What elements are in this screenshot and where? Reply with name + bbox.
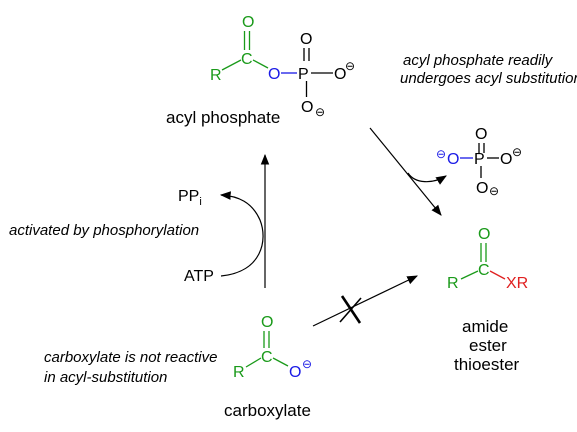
acyl-phosphate-note-line1: acyl phosphate readily (403, 52, 554, 69)
carboxylate-label: carboxylate (224, 401, 311, 420)
atp-to-ppi-arrow (219, 191, 264, 277)
acyl-phosphate-structure: O C R O P O O ⊖ O ⊖ (210, 14, 355, 119)
carboxylate-carbonyl-o: O (261, 314, 273, 331)
ppi-label: PPi (178, 188, 202, 208)
acyl-carbonyl-o: O (242, 14, 254, 31)
activated-note: activated by phosphorylation (9, 222, 199, 239)
phosphate-ion-right-o: O (500, 151, 512, 168)
phosphate-bottom-o: O (301, 99, 313, 116)
charge-minus: ⊖ (345, 59, 355, 73)
phosphate-top-o: O (300, 31, 312, 48)
phosphate-ion-bottom-o: O (476, 180, 488, 197)
carboxylate-note-line1: carboxylate is not reactive (44, 349, 217, 366)
product-ester: ester (469, 336, 507, 355)
phosphate-right-o: O (334, 66, 346, 83)
charge-minus: ⊖ (315, 105, 325, 119)
phosphorus-top: P (298, 66, 309, 83)
phosphate-ion-left-o: O (447, 151, 459, 168)
product-carbon: C (478, 262, 490, 279)
carboxylate-o-minus: O (289, 364, 301, 381)
acyl-phosphate-note-line2: undergoes acyl substitution (400, 70, 577, 87)
charge-minus: ⊖ (302, 357, 312, 371)
atp-label: ATP (184, 268, 214, 285)
acyl-phosphate-label: acyl phosphate (166, 108, 280, 127)
blocked-arrow (312, 275, 418, 327)
carboxylate-r-group: R (233, 364, 245, 381)
product-xr-group: XR (506, 275, 528, 292)
acyl-ester-o: O (268, 66, 280, 83)
acyl-carbon: C (241, 51, 253, 68)
product-carbonyl-o: O (478, 226, 490, 243)
substitution-arrow (369, 127, 442, 216)
charge-minus: ⊖ (512, 145, 522, 159)
phosphate-release-arrow (407, 172, 447, 185)
acyl-r-group: R (210, 67, 222, 84)
blocked-cross-mark (339, 295, 362, 324)
phosphorus-ion: P (474, 151, 485, 168)
acyl-product-structure: O C R XR (447, 226, 528, 292)
carboxylate-note-line2: in acyl-substitution (44, 369, 167, 386)
phosphate-ion-top-o: O (475, 126, 487, 143)
carboxylate-structure: O C R O ⊖ (233, 314, 312, 381)
product-amide: amide (462, 317, 508, 336)
product-r-group: R (447, 275, 459, 292)
charge-minus: ⊖ (436, 147, 446, 161)
carboxylate-carbon: C (261, 349, 273, 366)
charge-minus: ⊖ (489, 184, 499, 198)
product-thioester: thioester (454, 355, 520, 374)
phosphate-ion-structure: O ⊖ O P O ⊖ O ⊖ (436, 126, 522, 198)
